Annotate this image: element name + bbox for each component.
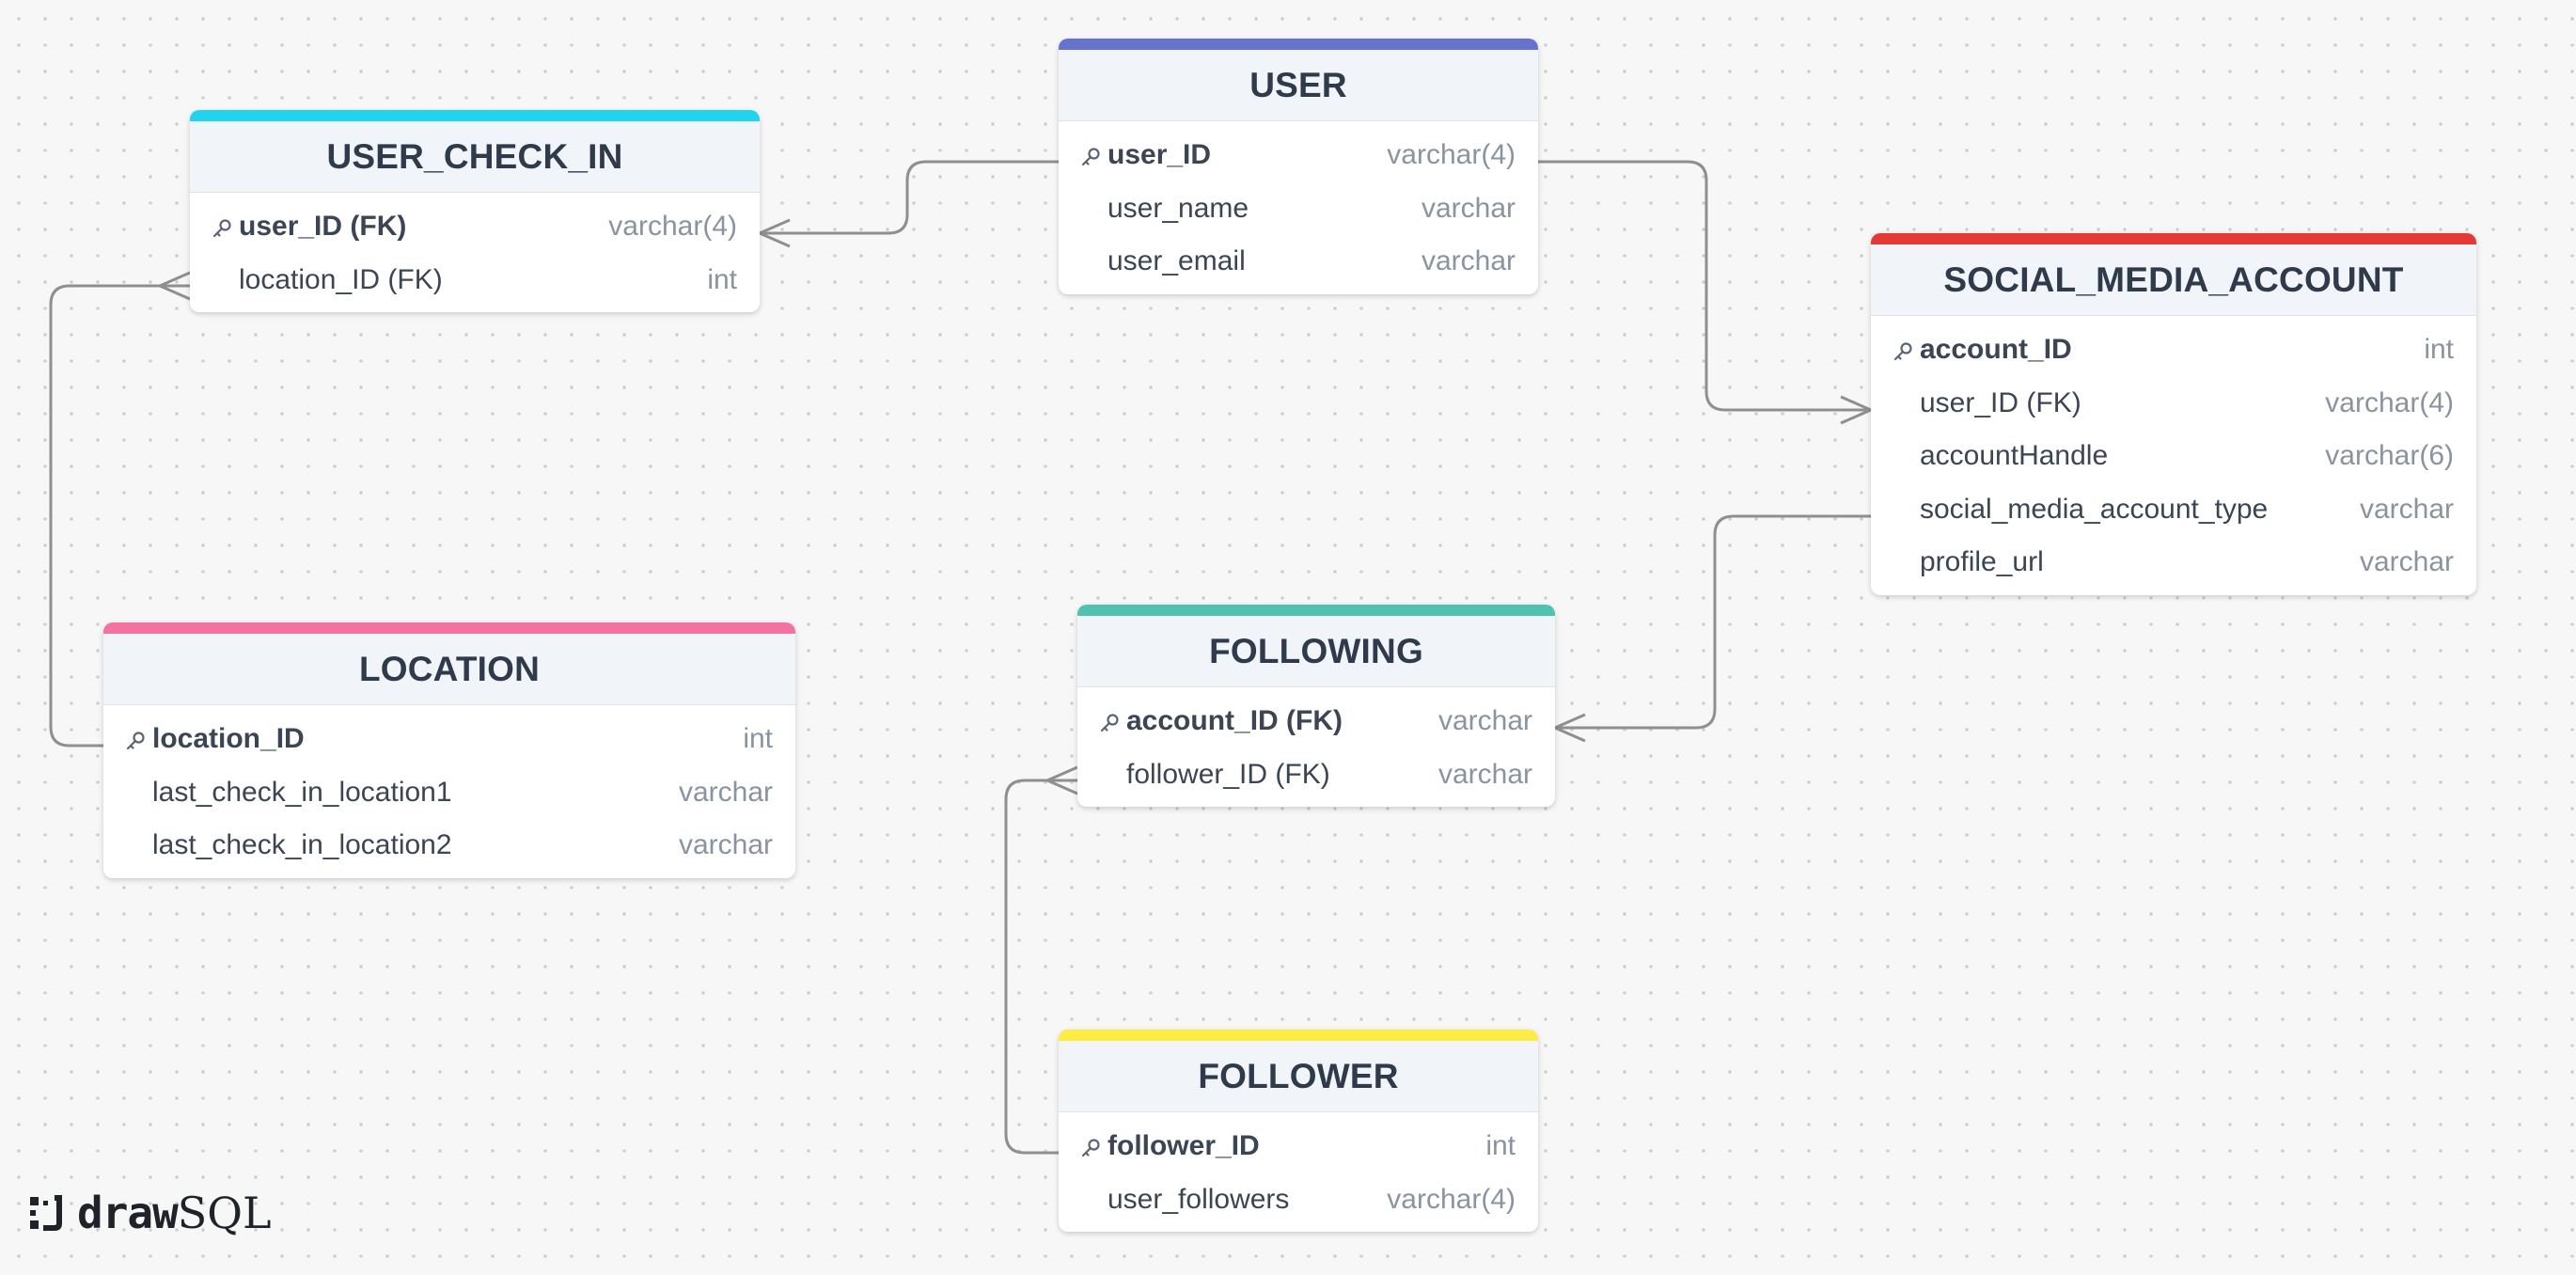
user-title[interactable]: USER [1059, 50, 1538, 121]
table-follower[interactable]: FOLLOWER follower_ID int user_followers varc… [1059, 1030, 1538, 1232]
social-media-account-title[interactable]: SOCIAL_MEDIA_ACCOUNT [1871, 244, 2476, 316]
primary-key-icon [211, 215, 233, 238]
column-name: location_ID (FK) [239, 263, 443, 295]
location-title[interactable]: LOCATION [103, 634, 795, 705]
following-title[interactable]: FOLLOWING [1077, 616, 1555, 687]
column-row[interactable]: user_email varchar [1059, 235, 1538, 289]
column-row[interactable]: profile_url varchar [1871, 536, 2476, 590]
column-name: user_ID [1107, 139, 1212, 171]
location-color-bar [103, 622, 795, 634]
column-row[interactable]: location_ID (FK) int [190, 254, 760, 307]
column-row[interactable]: last_check_in_location2 varchar [103, 819, 795, 873]
column-type: int [1485, 1130, 1516, 1162]
primary-key-icon [1098, 710, 1121, 732]
primary-key-icon [1079, 144, 1102, 166]
column-type: int [707, 263, 737, 295]
relationship-social-media-following[interactable] [1555, 514, 1871, 730]
column-row[interactable]: user_ID (FK) varchar(4) [190, 200, 760, 254]
column-type: varchar(4) [608, 211, 737, 243]
follower-color-bar [1059, 1030, 1538, 1041]
logo-text-light: SQL [177, 1188, 272, 1238]
table-social-media-account[interactable]: SOCIAL_MEDIA_ACCOUNT account_ID int user_ID… [1871, 233, 2476, 595]
column-name: user_name [1107, 192, 1249, 224]
column-type: varchar(4) [2325, 386, 2454, 418]
column-type: varchar [1421, 245, 1516, 277]
column-type: varchar [1437, 705, 1532, 737]
column-row[interactable]: accountHandle varchar(6) [1871, 430, 2476, 483]
column-name: social_media_account_type [1920, 493, 2269, 525]
column-type: varchar [678, 829, 773, 861]
crowfoot-user-check-in-user-id-icon [759, 218, 791, 248]
column-row[interactable]: account_ID int [1871, 323, 2476, 377]
column-name: account_ID [1920, 334, 2072, 366]
column-name: profile_url [1920, 546, 2044, 578]
column-type: varchar [2359, 493, 2454, 525]
column-row[interactable]: follower_ID int [1059, 1120, 1538, 1173]
column-type: int [743, 723, 773, 755]
user-check-in-columns: user_ID (FK) varchar(4) location_ID (FK) in… [190, 193, 760, 312]
column-name: user_ID (FK) [1920, 386, 2081, 418]
crowfoot-following-follower-id-icon [1046, 765, 1078, 795]
column-name: user_ID (FK) [239, 211, 407, 243]
column-type: varchar [2359, 546, 2454, 578]
follower-columns: follower_ID int user_followers varchar(4) [1059, 1112, 1538, 1232]
table-user-check-in[interactable]: USER_CHECK_IN user_ID (FK) varchar(4) locat… [190, 110, 760, 312]
primary-key-icon [1892, 338, 1914, 361]
column-row[interactable]: follower_ID (FK) varchar [1077, 748, 1555, 802]
column-row[interactable]: location_ID int [103, 713, 795, 766]
crowfoot-social-media-user-id-icon [1840, 395, 1872, 425]
column-row[interactable]: account_ID (FK) varchar [1077, 695, 1555, 748]
column-name: last_check_in_location1 [152, 776, 452, 808]
column-type: varchar [1437, 758, 1532, 790]
column-type: varchar [678, 776, 773, 808]
logo-text-bold: draw [77, 1188, 179, 1238]
column-row[interactable]: user_followers varchar(4) [1059, 1173, 1538, 1227]
column-name: accountHandle [1920, 440, 2109, 472]
column-type: varchar [1421, 192, 1516, 224]
column-row[interactable]: social_media_account_type varchar [1871, 483, 2476, 537]
primary-key-icon [1079, 1135, 1102, 1157]
column-name: user_followers [1107, 1183, 1290, 1215]
column-row[interactable]: last_check_in_location1 varchar [103, 766, 795, 820]
social-media-account-color-bar [1871, 233, 2476, 244]
primary-key-icon [124, 728, 147, 750]
drawsql-logo-icon [30, 1195, 62, 1231]
column-name: follower_ID [1107, 1130, 1260, 1162]
column-row[interactable]: user_ID (FK) varchar(4) [1871, 377, 2476, 431]
column-row[interactable]: user_ID varchar(4) [1059, 129, 1538, 182]
column-row[interactable]: user_name varchar [1059, 182, 1538, 236]
social-media-account-columns: account_ID int user_ID (FK) varchar(4) accou… [1871, 316, 2476, 595]
column-type: varchar(4) [1387, 1183, 1516, 1215]
crowfoot-user-check-in-location-id-icon [159, 271, 191, 301]
relationship-follower-following[interactable] [1004, 779, 1077, 1155]
user-check-in-color-bar [190, 110, 760, 121]
column-name: account_ID (FK) [1126, 705, 1343, 737]
following-columns: account_ID (FK) varchar follower_ID (FK) va… [1077, 687, 1555, 807]
column-name: last_check_in_location2 [152, 829, 452, 861]
relationship-user-social-media-account[interactable] [1538, 160, 1871, 412]
table-location[interactable]: LOCATION location_ID int last_check_in_loca… [103, 622, 795, 878]
following-color-bar [1077, 605, 1555, 616]
column-type: varchar(4) [1387, 139, 1516, 171]
column-name: user_email [1107, 245, 1246, 277]
relationship-user-user-check-in[interactable] [760, 160, 1059, 235]
relationship-location-user-check-in[interactable] [49, 284, 190, 748]
column-type: varchar(6) [2325, 440, 2454, 472]
crowfoot-following-account-id-icon [1554, 713, 1586, 743]
user-color-bar [1059, 39, 1538, 50]
user-check-in-title[interactable]: USER_CHECK_IN [190, 121, 760, 193]
column-name: follower_ID (FK) [1126, 758, 1330, 790]
column-type: int [2424, 334, 2454, 366]
column-name: location_ID [152, 723, 305, 755]
follower-title[interactable]: FOLLOWER [1059, 1041, 1538, 1112]
